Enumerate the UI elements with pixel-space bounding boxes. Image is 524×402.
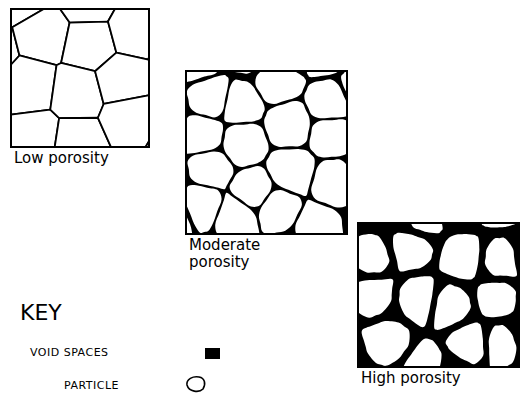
particle <box>446 322 484 364</box>
particle <box>266 149 314 196</box>
sample-panel: High porosity <box>357 222 520 368</box>
particle <box>215 193 259 235</box>
particle <box>309 119 348 157</box>
particle <box>98 95 150 148</box>
particle <box>185 115 223 153</box>
particle <box>401 339 442 368</box>
particle <box>264 101 310 147</box>
particle <box>295 200 343 235</box>
grain-panel <box>185 70 348 235</box>
legend-label: VOID SPACES <box>30 346 109 359</box>
particle-symbol <box>187 377 205 392</box>
particle <box>10 55 57 114</box>
particle <box>477 283 516 317</box>
grain-panel <box>357 222 520 368</box>
particle <box>10 110 59 148</box>
particle <box>357 234 389 273</box>
particle <box>393 233 433 272</box>
particle-symbol <box>187 377 205 392</box>
particle <box>399 276 434 327</box>
particle <box>485 238 517 277</box>
particle <box>187 151 233 189</box>
panel-caption: Moderate porosity <box>189 237 281 272</box>
particle <box>55 8 116 23</box>
particle <box>439 234 479 280</box>
sample-panel: Low porosity <box>10 8 150 148</box>
particle <box>255 70 306 104</box>
particle <box>108 8 150 60</box>
particle <box>434 284 471 330</box>
legend-label: PARTICLE <box>64 379 119 392</box>
sample-panel: Moderate porosity <box>185 70 348 235</box>
particle <box>311 159 348 207</box>
particle <box>187 75 229 117</box>
particle <box>362 321 410 366</box>
legend-swatch <box>205 348 220 359</box>
particle <box>223 124 268 167</box>
particle <box>304 79 348 118</box>
panel-caption: High porosity <box>361 370 521 387</box>
particle <box>489 325 517 368</box>
panel-caption: Low porosity <box>14 150 154 167</box>
grain-panel <box>10 8 150 148</box>
particle <box>357 279 393 318</box>
key-heading: KEY <box>20 300 62 325</box>
